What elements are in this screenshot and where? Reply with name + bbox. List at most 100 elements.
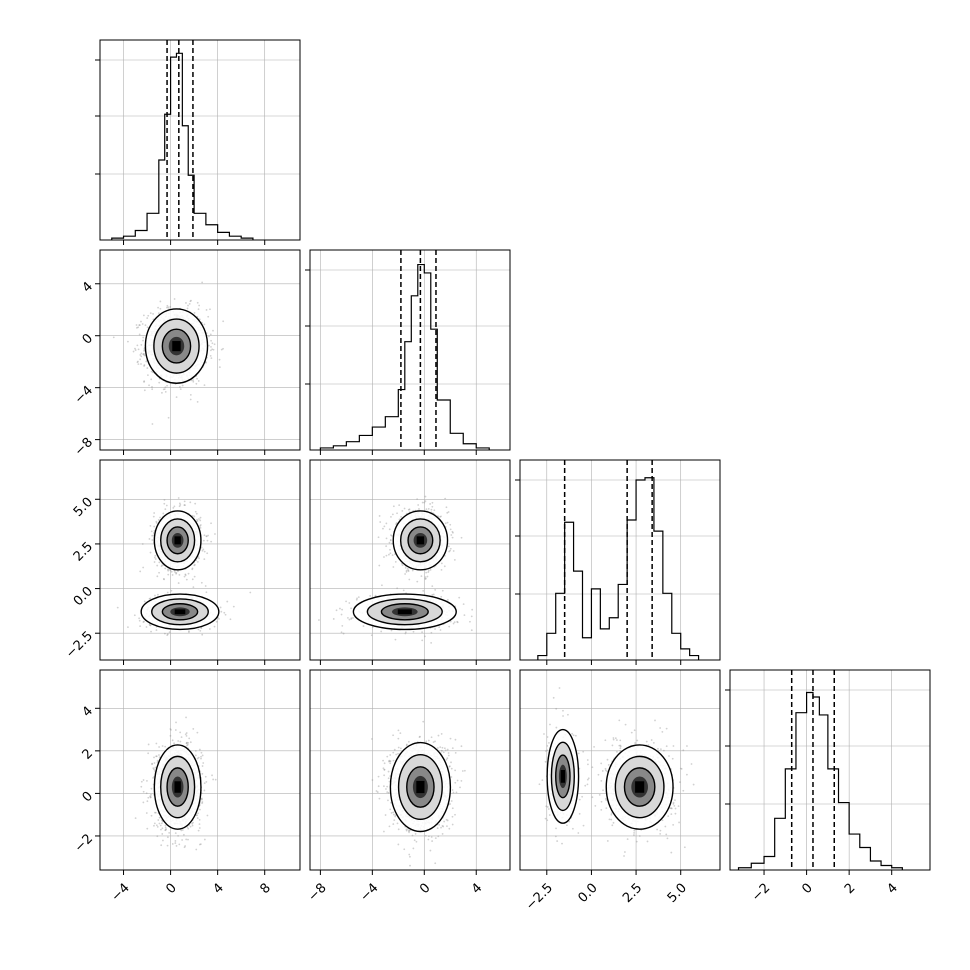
scatter-point <box>446 521 449 524</box>
scatter-point <box>208 335 210 338</box>
scatter-point <box>165 504 168 507</box>
scatter-point <box>179 502 181 505</box>
scatter-point <box>150 530 153 533</box>
scatter-point <box>151 539 154 541</box>
scatter-point <box>160 822 163 825</box>
scatter-point <box>385 554 388 557</box>
scatter-point <box>155 520 158 523</box>
contour-line <box>140 593 220 631</box>
scatter-point <box>432 593 435 596</box>
scatter-point <box>175 572 177 575</box>
scatter-point <box>144 324 147 327</box>
scatter-point <box>154 558 157 560</box>
scatter-point <box>383 525 386 528</box>
scatter-point <box>369 594 372 597</box>
scatter-point <box>164 826 167 829</box>
scatter-point <box>385 522 388 525</box>
scatter-point <box>170 570 173 573</box>
contour-line <box>399 518 441 563</box>
panel-frame <box>729 669 931 871</box>
scatter-point <box>202 762 205 764</box>
scatter-point <box>142 339 144 342</box>
scatter-point <box>189 501 192 504</box>
scatter-point <box>194 502 197 505</box>
scatter-point <box>198 827 201 829</box>
scatter-point <box>147 752 150 755</box>
scatter-point <box>427 569 430 572</box>
scatter-point <box>164 390 167 393</box>
scatter-point <box>149 312 152 315</box>
scatter-point <box>142 621 145 623</box>
scatter-point <box>222 347 224 350</box>
scatter-point <box>187 838 189 841</box>
scatter-point <box>446 598 449 601</box>
scatter-point <box>431 585 434 587</box>
scatter-point <box>151 386 153 388</box>
scatter-point <box>348 618 351 621</box>
contour-line <box>144 308 209 384</box>
scatter-point <box>168 631 171 634</box>
scatter-point <box>177 740 180 742</box>
panel-frame <box>99 669 301 871</box>
scatter-point <box>198 818 201 821</box>
scatter-point <box>161 391 163 394</box>
scatter-point <box>166 306 168 309</box>
scatter-point <box>197 756 200 759</box>
scatter-point <box>156 564 159 567</box>
scatter-point <box>201 765 204 767</box>
scatter-point <box>171 739 174 742</box>
scatter-point <box>153 768 155 771</box>
scatter-point <box>197 308 200 311</box>
scatter-point <box>167 569 170 572</box>
scatter-point <box>186 741 188 744</box>
scatter-point <box>143 349 146 351</box>
scatter-point <box>211 342 214 345</box>
scatter-point <box>155 824 158 827</box>
scatter-point <box>389 539 392 542</box>
scatter-point <box>341 608 344 611</box>
scatter-point <box>140 320 142 323</box>
scatter-point <box>139 570 142 573</box>
scatter-point <box>150 793 152 796</box>
scatter-point <box>203 558 206 560</box>
density-peak <box>416 536 425 545</box>
scatter-point <box>138 619 141 622</box>
scatter-point <box>381 584 383 587</box>
scatter-point <box>143 389 146 392</box>
scatter-point <box>185 742 188 745</box>
joint-panel-1-2 <box>309 459 511 661</box>
scatter-point <box>220 348 223 351</box>
scatter-point <box>229 618 232 621</box>
contour-line <box>153 318 200 374</box>
scatter-point <box>189 825 192 828</box>
scatter-point <box>145 792 148 795</box>
scatter-point <box>171 574 174 576</box>
scatter-point <box>210 357 213 360</box>
scatter-point <box>192 380 195 383</box>
scatter-point <box>150 814 153 817</box>
scatter-point <box>157 312 160 315</box>
scatter-point <box>201 772 204 775</box>
scatter-point <box>197 812 199 815</box>
scatter-point <box>156 759 159 762</box>
scatter-point <box>127 626 129 629</box>
scatter-point <box>380 630 383 633</box>
scatter-point <box>378 564 381 567</box>
scatter-point <box>200 797 203 800</box>
scatter-point <box>458 596 461 599</box>
joint-content <box>310 460 510 660</box>
scatter-point <box>142 353 145 356</box>
scatter-point <box>185 732 188 734</box>
scatter-point <box>142 779 145 781</box>
scatter-point <box>195 848 198 851</box>
scatter-point <box>152 515 155 518</box>
scatter-point <box>169 734 172 737</box>
scatter-point <box>416 580 419 583</box>
scatter-point <box>140 363 142 365</box>
scatter-point <box>154 766 157 769</box>
scatter-point <box>152 777 154 779</box>
scatter-point <box>440 568 443 571</box>
scatter-point <box>153 556 156 559</box>
scatter-point <box>150 630 152 633</box>
scatter-point <box>200 581 203 584</box>
